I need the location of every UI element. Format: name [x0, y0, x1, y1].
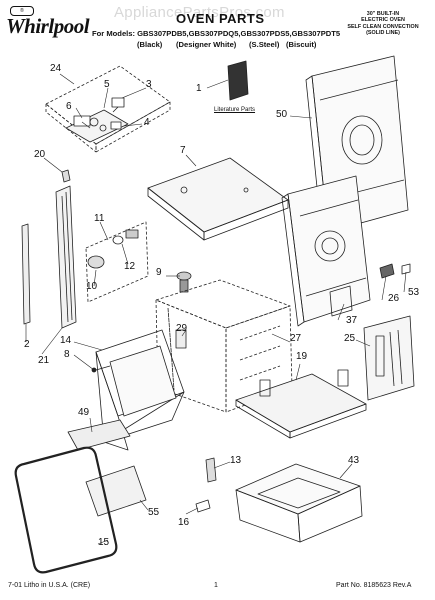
part-2-strip: [21, 223, 31, 325]
footer-litho: 7-01 Litho in U.S.A. (CRE): [8, 582, 91, 589]
part-20-21-side-trim: [55, 169, 77, 329]
part-25-vent-panel: [363, 315, 415, 401]
part-7-top-wrapper: [147, 157, 289, 241]
callout-3: 3: [146, 79, 152, 90]
part-9-light-socket: [176, 271, 192, 293]
finish-biscuit: (Biscuit): [286, 40, 317, 49]
part-43-bottom-pan: [235, 463, 363, 543]
part-37-bracket: [329, 285, 353, 317]
part-26-53-brackets: [379, 263, 411, 279]
part-16-clip: [195, 499, 211, 513]
callout-12: 12: [124, 261, 136, 272]
callout-29: 29: [176, 323, 188, 334]
callout-4: 4: [144, 117, 150, 128]
footer-part-number: Part No. 8185623 Rev.A: [336, 582, 412, 589]
footer-page-number: 1: [214, 582, 218, 589]
leader-lines: [25, 73, 407, 545]
callout-37: 37: [346, 315, 358, 326]
callout-13: 13: [230, 455, 242, 466]
part-27-oven-cavity: [155, 279, 293, 413]
part-37-side-panel: [281, 175, 371, 327]
callout-1: 1: [196, 83, 202, 94]
watermark: AppliancePartsPros.com: [114, 4, 285, 21]
finish-designer-white: (Designer White): [176, 40, 237, 49]
brand-logo: Whirlpool: [6, 14, 90, 38]
part-1-literature: [227, 60, 249, 101]
part-11-12-10-knobs: [85, 221, 149, 303]
callout-43: 43: [348, 455, 360, 466]
part-19-shelf-tray: [235, 369, 367, 439]
callout-27: 27: [290, 333, 302, 344]
oven-type-line: SELF CLEAN CONVECTION: [347, 23, 419, 30]
callout-25: 25: [344, 333, 356, 344]
callout-8: 8: [64, 349, 70, 360]
callout-5: 5: [104, 79, 110, 90]
callout-53: 53: [408, 287, 420, 298]
oven-type-line: 30" BUILT-IN: [366, 11, 400, 17]
callout-6: 6: [66, 101, 72, 112]
part-29-rack-support: [175, 329, 187, 349]
callout-26: 26: [388, 293, 400, 304]
callout-7: 7: [180, 145, 186, 156]
callout-50: 50: [276, 109, 288, 120]
callout-49: 49: [78, 407, 90, 418]
finish-stainless: (S.Steel): [249, 40, 280, 49]
callout-55: 55: [148, 507, 160, 518]
callout-2: 2: [24, 339, 30, 350]
page-title: OVEN PARTS: [176, 11, 265, 26]
callout-9: 9: [156, 267, 162, 278]
part-thermostat-assembly: [65, 97, 129, 143]
callout-15: 15: [98, 537, 110, 548]
part-14-front-frame: [95, 329, 185, 451]
part-55-gasket-bar: [85, 465, 147, 517]
callout-10: 10: [86, 281, 98, 292]
part-15-door-gasket: [14, 446, 118, 574]
callout-16: 16: [178, 517, 190, 528]
oven-type-line: ELECTRIC OVEN: [361, 17, 405, 24]
oven-type-line: (SOLID LINE): [366, 30, 400, 37]
callout-14: 14: [60, 335, 72, 346]
callout-20: 20: [34, 149, 46, 160]
part-13-hinge: [205, 457, 217, 483]
part-49-lower-trim: [67, 419, 131, 451]
finish-black: (Black): [137, 40, 163, 49]
models-line: For Models: GBS307PDB5,GBS307PDQ5,GBS307…: [92, 29, 341, 38]
callout-21: 21: [38, 355, 50, 366]
callout-24: 24: [50, 63, 62, 74]
oven-type-block: 30" BUILT-IN ELECTRIC OVEN SELF CLEAN CO…: [335, 11, 431, 37]
literature-parts-label: Literature Parts: [214, 107, 256, 113]
callout-11: 11: [94, 213, 105, 224]
logo-badge: ®: [10, 6, 34, 16]
callout-19: 19: [296, 351, 308, 362]
